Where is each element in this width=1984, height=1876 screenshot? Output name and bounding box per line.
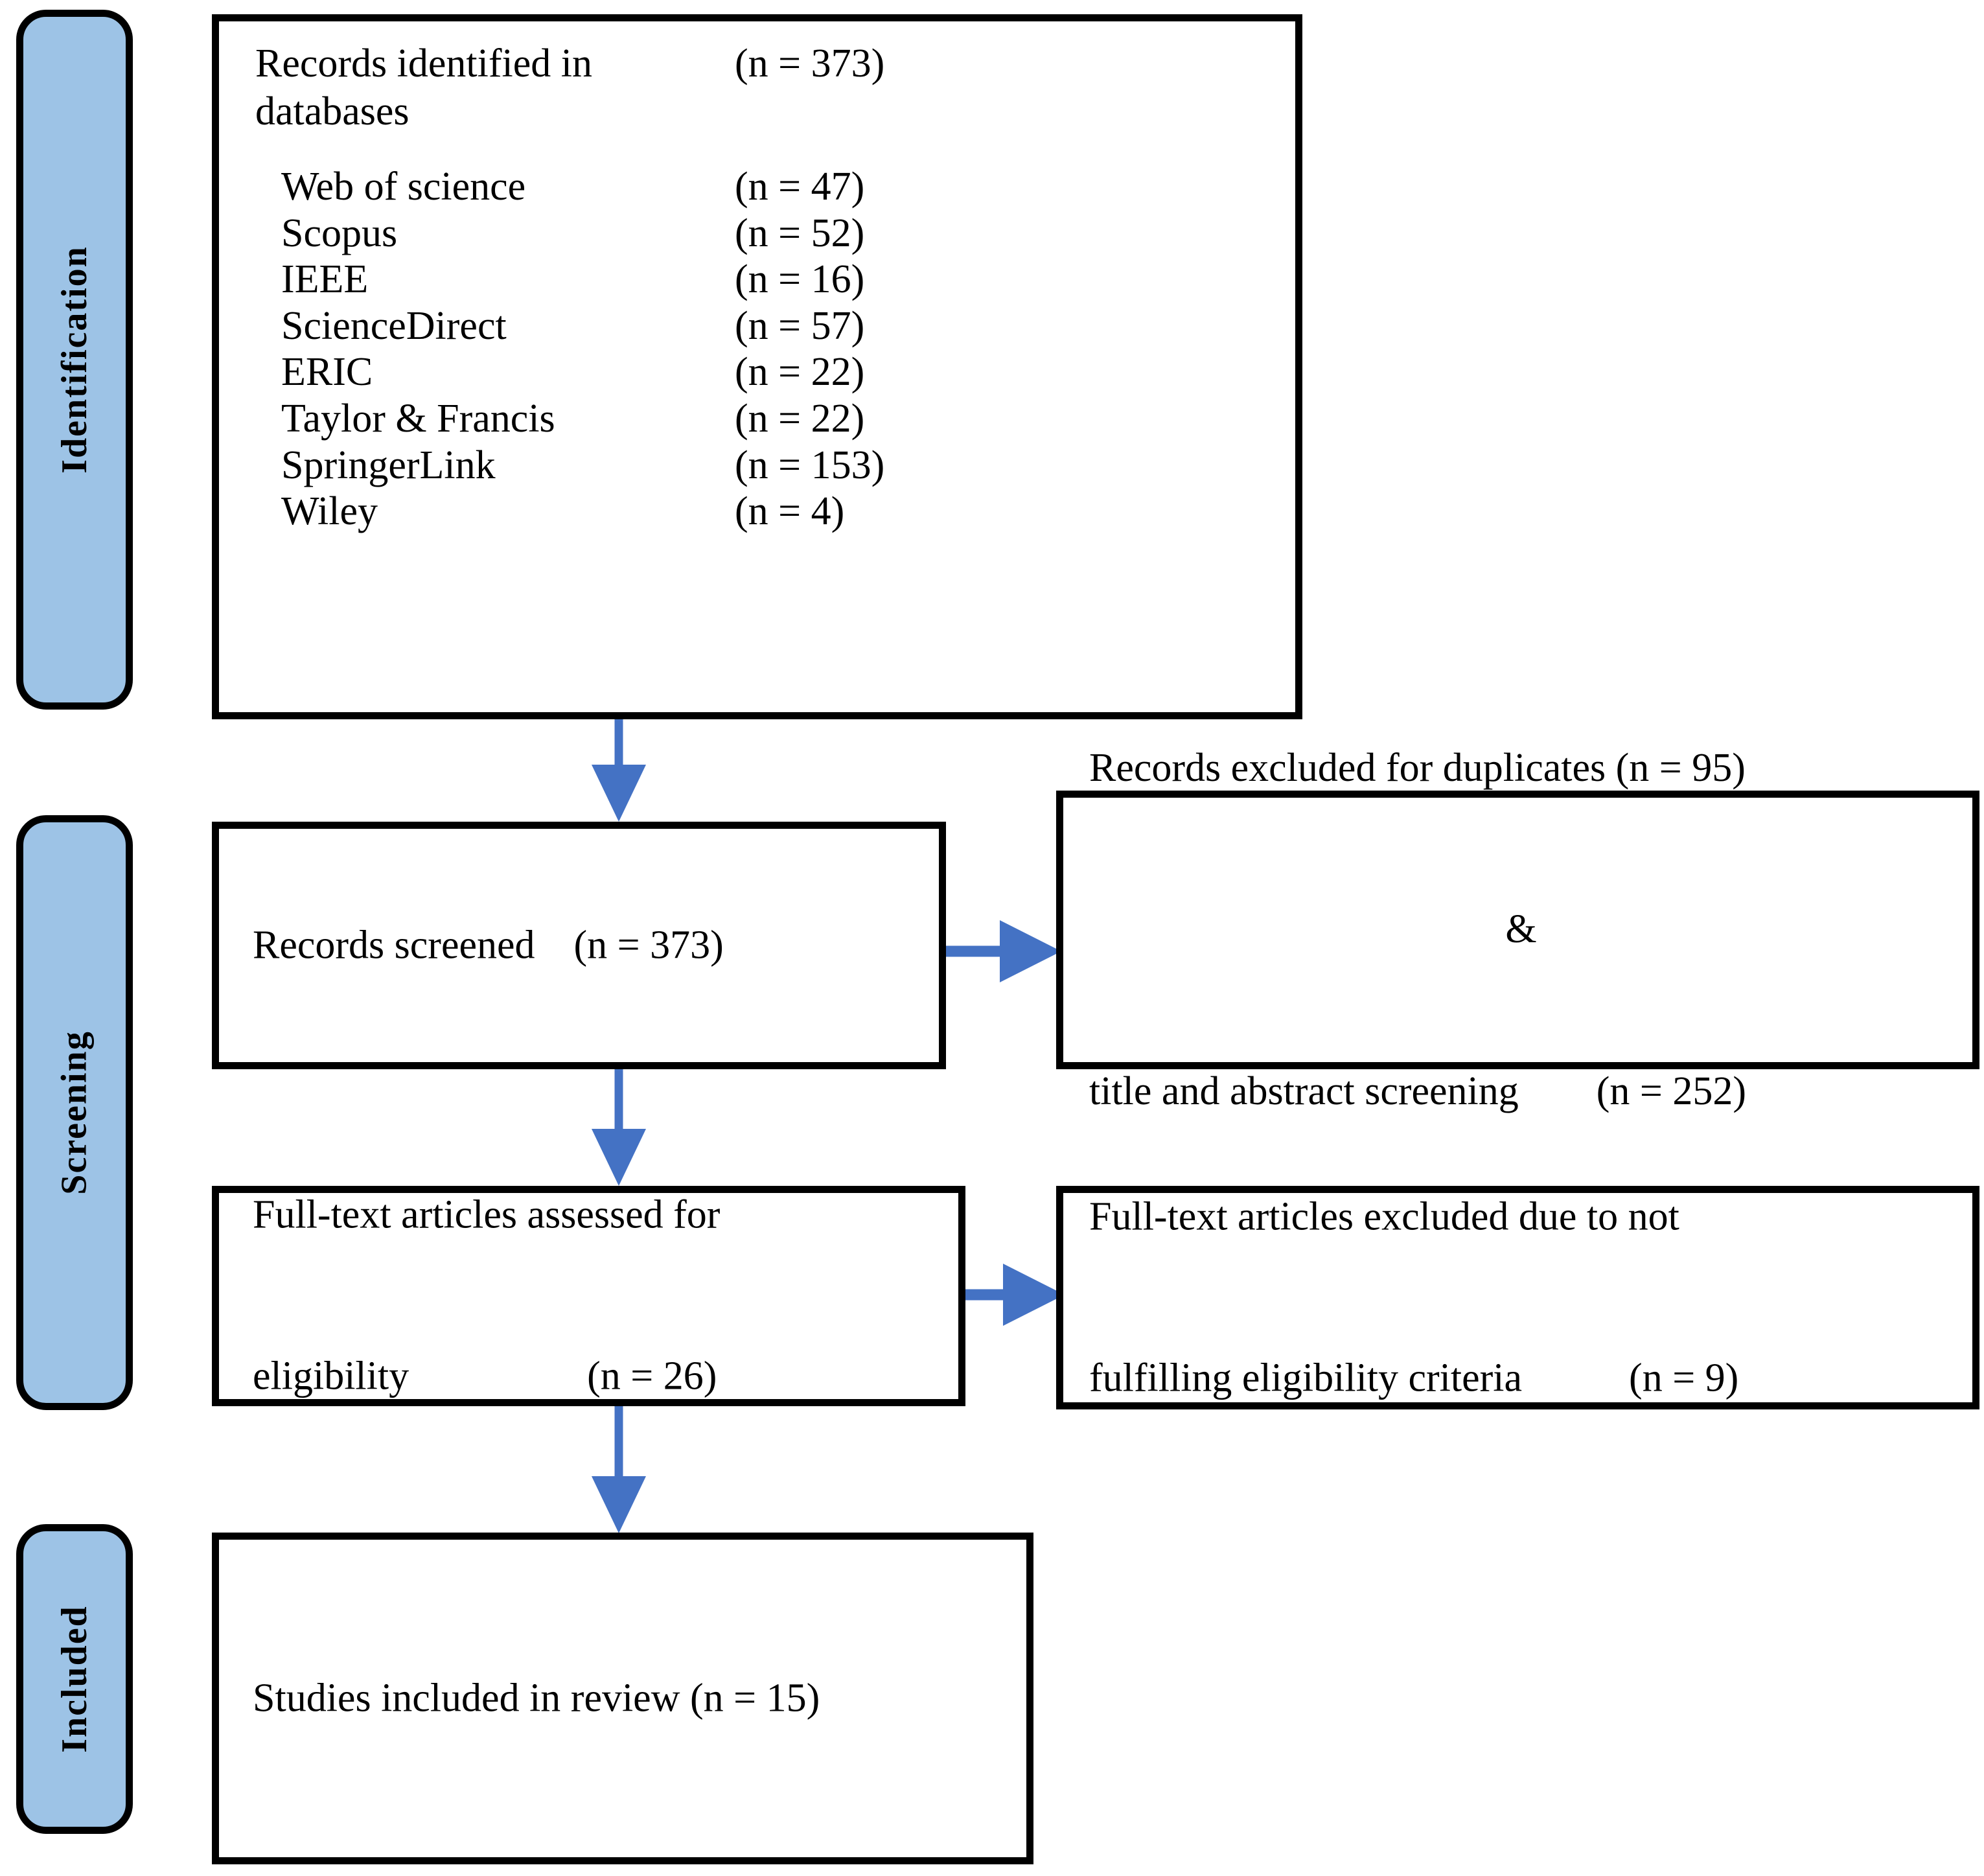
studies-included-box: Studies included in review (n = 15) <box>212 1533 1033 1864</box>
stage-label-screening: Screening <box>54 1030 95 1195</box>
stage-pill-identification: Identification <box>16 10 133 710</box>
fulltext-excluded-box: Full-text articles excluded due to not f… <box>1056 1186 1979 1409</box>
database-name: SpringerLink <box>281 443 496 487</box>
database-count: (n = 22) <box>735 350 865 395</box>
database-count: (n = 57) <box>735 303 865 348</box>
fulltext-assessed-label: eligibility <box>253 1354 409 1399</box>
fulltext-assessed-line2: eligibility (n = 26) <box>253 1350 939 1404</box>
database-row: ERIC (n = 22) <box>281 349 1269 396</box>
identification-box: Records identified in databases (n = 373… <box>212 14 1302 719</box>
records-excluded-line3-count: (n = 252) <box>1596 1069 1747 1113</box>
fulltext-excluded-text: Full-text articles excluded due to not f… <box>1089 1082 1953 1513</box>
database-list: Web of science (n = 47) Scopus (n = 52) … <box>281 164 1269 535</box>
fulltext-excluded-label: fulfilling eligibility criteria <box>1089 1356 1523 1400</box>
arrow-shaft <box>614 1406 623 1483</box>
records-excluded-box: Records excluded for duplicates (n = 95)… <box>1056 746 1979 1113</box>
database-name: Wiley <box>281 489 378 534</box>
arrow-shaft <box>614 1069 623 1134</box>
fulltext-excluded-line2: fulfilling eligibility criteria (n = 9) <box>1089 1352 1953 1406</box>
records-screened-text: Records screened (n = 373) <box>253 811 919 1080</box>
database-name: Scopus <box>281 211 398 255</box>
records-screened-label: Records screened <box>253 923 535 967</box>
identification-heading-count: (n = 373) <box>735 41 885 86</box>
database-row: Scopus (n = 52) <box>281 211 1269 257</box>
arrow-head <box>1000 920 1061 982</box>
fulltext-excluded-line1: Full-text articles excluded due to not <box>1089 1194 1679 1239</box>
records-excluded-line1: Records excluded for duplicates (n = 95) <box>1089 746 1746 791</box>
database-row: Wiley (n = 4) <box>281 489 1269 535</box>
database-row: SpringerLink (n = 153) <box>281 443 1269 489</box>
fulltext-excluded-count: (n = 9) <box>1629 1356 1739 1400</box>
records-screened-box: Records screened (n = 373) <box>212 822 946 1069</box>
identification-heading: Records identified in databases (n = 373… <box>255 40 1269 136</box>
fulltext-assessed-box: Full-text articles assessed for eligibil… <box>212 1186 965 1406</box>
database-name: Taylor & Francis <box>281 397 555 441</box>
database-row: IEEE (n = 16) <box>281 257 1269 303</box>
database-count: (n = 4) <box>735 489 845 534</box>
database-name: ScienceDirect <box>281 303 507 348</box>
arrow-shaft <box>614 719 623 770</box>
database-count: (n = 52) <box>735 211 865 255</box>
database-count: (n = 16) <box>735 257 865 302</box>
records-excluded-text: Records excluded for duplicates (n = 95)… <box>1089 634 1953 1226</box>
database-name: ERIC <box>281 350 373 395</box>
stage-pill-screening: Screening <box>16 815 133 1410</box>
arrow-head <box>592 1129 646 1186</box>
stage-label-included: Included <box>54 1605 95 1753</box>
fulltext-assessed-text: Full-text articles assessed for eligibil… <box>253 1081 939 1512</box>
records-excluded-line3-label: title and abstract screening <box>1089 1069 1519 1113</box>
fulltext-assessed-line1: Full-text articles assessed for <box>253 1192 721 1237</box>
fulltext-assessed-count: (n = 26) <box>587 1354 717 1399</box>
studies-included-label: Studies included in review (n = 15) <box>253 1676 820 1720</box>
database-name: Web of science <box>281 165 526 209</box>
identification-heading-label: Records identified in databases <box>255 41 592 134</box>
arrow-head <box>592 765 646 822</box>
database-count: (n = 22) <box>735 397 865 441</box>
records-excluded-line3: title and abstract screening (n = 252) <box>1089 1065 1953 1118</box>
arrow-head <box>592 1476 646 1533</box>
database-row: Taylor & Francis (n = 22) <box>281 396 1269 443</box>
arrow-head <box>1003 1264 1065 1326</box>
database-name: IEEE <box>281 257 369 302</box>
database-row: Web of science (n = 47) <box>281 164 1269 211</box>
database-count: (n = 153) <box>735 443 885 487</box>
records-excluded-ampersand: & <box>1505 907 1537 952</box>
records-screened-count: (n = 373) <box>573 923 724 967</box>
database-count: (n = 47) <box>735 165 865 209</box>
database-row: ScienceDirect (n = 57) <box>281 303 1269 350</box>
stage-label-identification: Identification <box>54 246 95 474</box>
studies-included-text: Studies included in review (n = 15) <box>253 1564 1007 1833</box>
stage-pill-included: Included <box>16 1524 133 1834</box>
